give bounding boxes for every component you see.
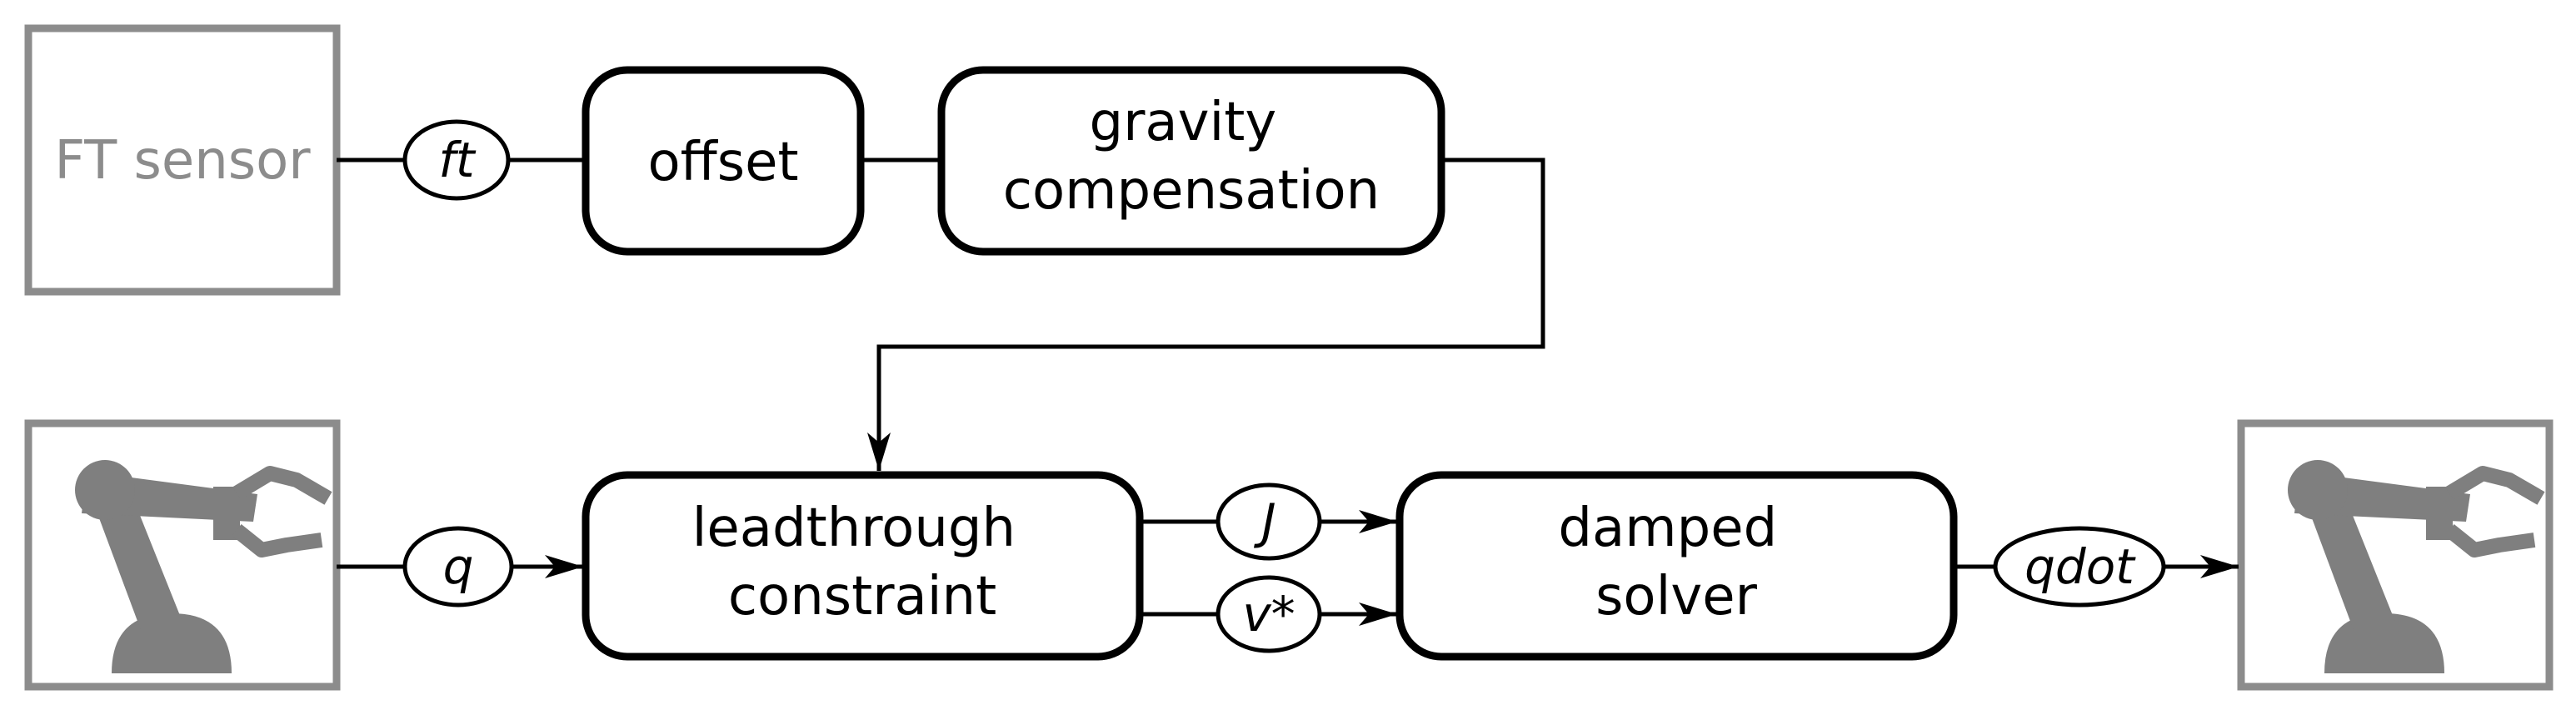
offset-label: offset — [647, 132, 798, 193]
signal-vstar-label: v* — [1242, 586, 1295, 642]
leadthrough-constraint-line-2: constraint — [728, 566, 996, 628]
signal-ft-ellipse — [402, 119, 511, 201]
signal-ft-label: ft — [438, 132, 476, 188]
signal-q-ellipse — [402, 526, 514, 608]
damped-solver-line-2: solver — [1595, 566, 1758, 628]
ft-sensor-box — [24, 24, 341, 296]
leadthrough-constraint-label: leadthrough constraint — [692, 498, 1033, 628]
connector-gravity-leadthrough — [867, 158, 1545, 471]
ft-sensor-label: FT sensor — [54, 130, 311, 192]
signal-j-ellipse — [1216, 482, 1322, 561]
damped-solver-line-1: damped — [1558, 498, 1777, 559]
damped-solver-label: damped solver — [1558, 498, 1794, 628]
leadthrough-constraint-block — [582, 471, 1144, 661]
gravity-compensation-line-2: compensation — [1003, 160, 1380, 222]
signal-qdot-label: qdot — [2024, 538, 2136, 595]
robot-output-box — [2237, 419, 2554, 691]
signal-q-label: q — [443, 538, 474, 595]
gravity-compensation-label: gravity compensation — [1003, 92, 1380, 222]
gravity-compensation-line-1: gravity — [1089, 92, 1276, 153]
leadthrough-constraint-line-1: leadthrough — [692, 498, 1016, 559]
signal-qdot-ellipse — [1993, 526, 2166, 608]
signal-vstar-ellipse — [1216, 575, 1322, 653]
